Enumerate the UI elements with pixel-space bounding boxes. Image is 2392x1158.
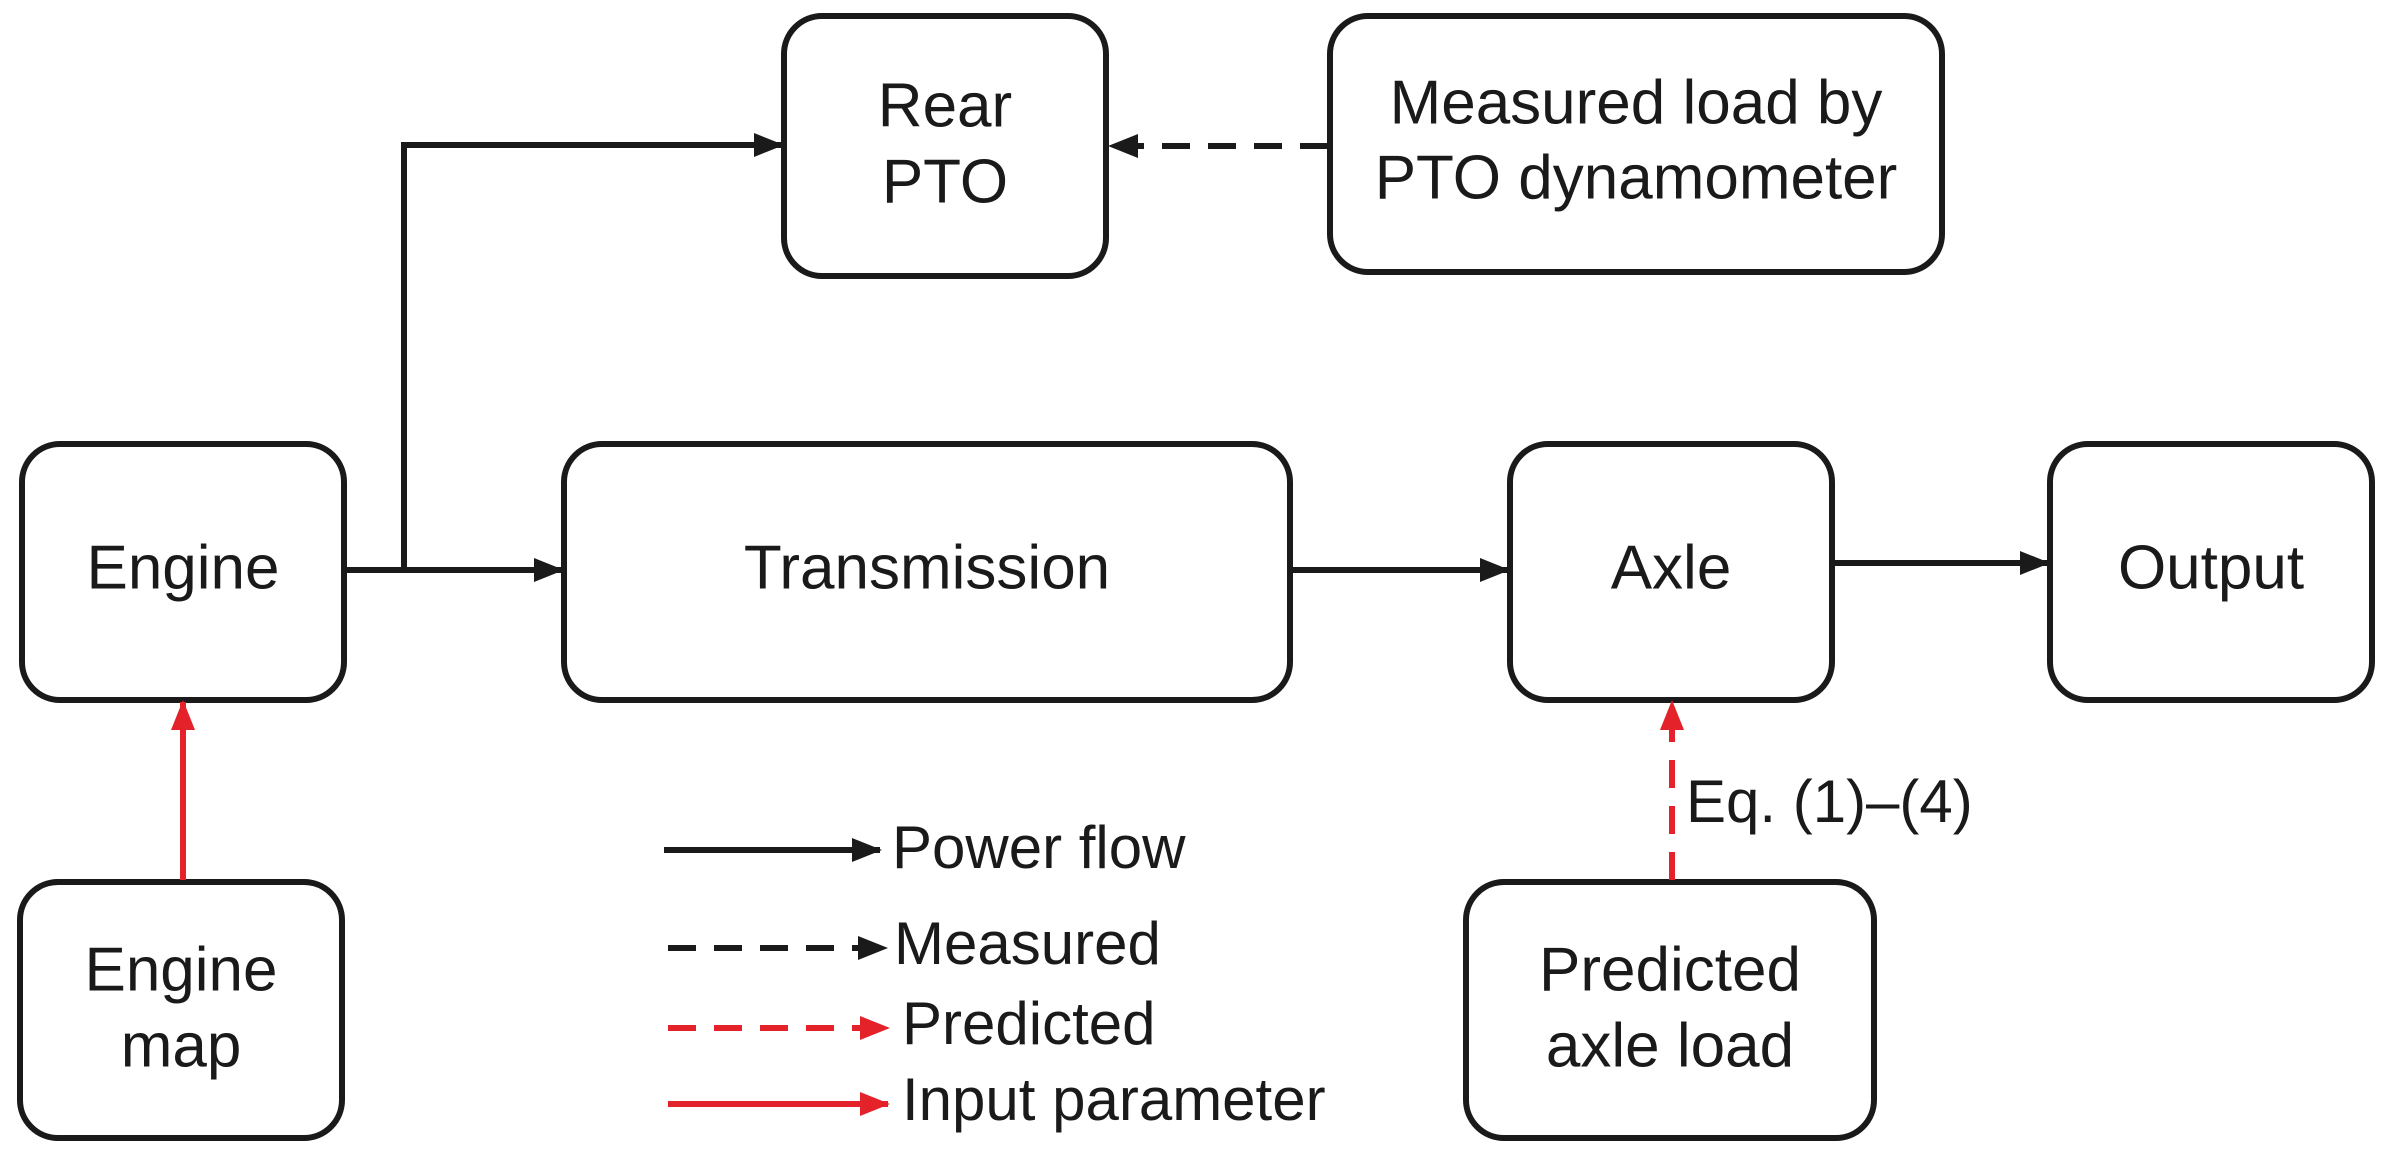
engine-box: Engine <box>19 441 347 703</box>
legend-measured-label: Measured <box>894 910 1161 977</box>
measured-load-label-line1: Measured load by <box>1390 68 1883 137</box>
engine-map-label-line2: map <box>121 1011 242 1080</box>
rear-pto-label-line2: PTO <box>882 147 1008 216</box>
legend-predicted-label: Predicted <box>902 990 1155 1057</box>
axle-label: Axle <box>1611 533 1732 602</box>
output-box: Output <box>2047 441 2375 703</box>
predicted-axle-load-box: Predicted axle load <box>1463 879 1877 1141</box>
engine-label: Engine <box>86 533 279 602</box>
transmission-box: Transmission <box>561 441 1293 703</box>
engine-to-rear-pto-arrow <box>401 133 784 570</box>
rear-pto-box: Rear PTO <box>781 13 1109 279</box>
axle-box: Axle <box>1507 441 1835 703</box>
predicted-axle-load-label-line1: Predicted <box>1539 935 1801 1004</box>
engine-map-box: Engine map <box>17 879 345 1141</box>
engine-map-label-line1: Engine <box>84 935 277 1004</box>
rear-pto-label-line1: Rear <box>878 71 1012 140</box>
legend-input-parameter-label: Input parameter <box>902 1066 1326 1133</box>
legend-power-flow-label: Power flow <box>892 814 1186 881</box>
output-label: Output <box>2118 533 2304 602</box>
predicted-axle-load-label-line2: axle load <box>1546 1011 1794 1080</box>
legend: Power flow Measured Predicted Input para… <box>664 814 1326 1133</box>
transmission-label: Transmission <box>744 533 1110 602</box>
measured-load-box: Measured load by PTO dynamometer <box>1327 13 1945 275</box>
equation-annotation: Eq. (1)–(4) <box>1686 768 1973 835</box>
measured-load-label-line2: PTO dynamometer <box>1375 143 1898 212</box>
